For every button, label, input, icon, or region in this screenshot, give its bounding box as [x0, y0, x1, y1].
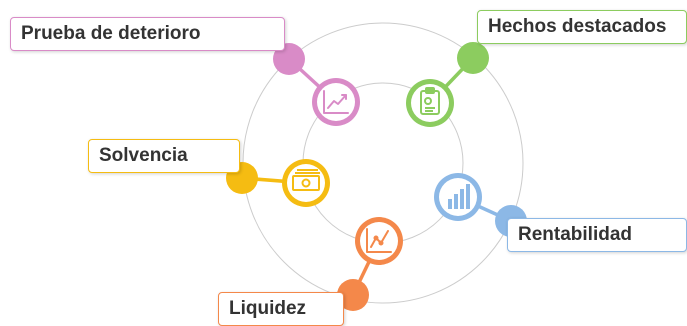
label-text: Liquidez — [229, 298, 307, 319]
node-solvencia[interactable] — [226, 159, 330, 207]
hechos-outer-dot — [457, 42, 489, 74]
label-prueba-de-deterioro[interactable]: Prueba de deterioro — [10, 17, 285, 51]
label-text: Rentabilidad — [518, 224, 633, 245]
clipboard-icon — [420, 87, 440, 115]
bar-chart-icon — [448, 184, 470, 209]
node-deterioro[interactable] — [273, 43, 360, 126]
label-text: Solvencia — [99, 145, 188, 166]
line-chart-icon — [323, 90, 349, 114]
label-solvencia[interactable]: Solvencia — [88, 139, 240, 173]
label-text: Hechos destacados — [488, 16, 667, 37]
label-rentabilidad[interactable]: Rentabilidad — [507, 218, 687, 252]
trend-chart-icon — [366, 228, 392, 253]
label-liquidez[interactable]: Liquidez — [218, 292, 344, 326]
deterioro-outer-dot — [273, 43, 305, 75]
node-hechos[interactable] — [406, 42, 489, 127]
money-icon — [292, 169, 320, 191]
liquidez-outer-dot — [337, 279, 369, 311]
node-liquidez[interactable] — [337, 217, 403, 311]
label-text: Prueba de deterioro — [21, 23, 201, 44]
label-hechos-destacados[interactable]: Hechos destacados — [477, 10, 687, 44]
